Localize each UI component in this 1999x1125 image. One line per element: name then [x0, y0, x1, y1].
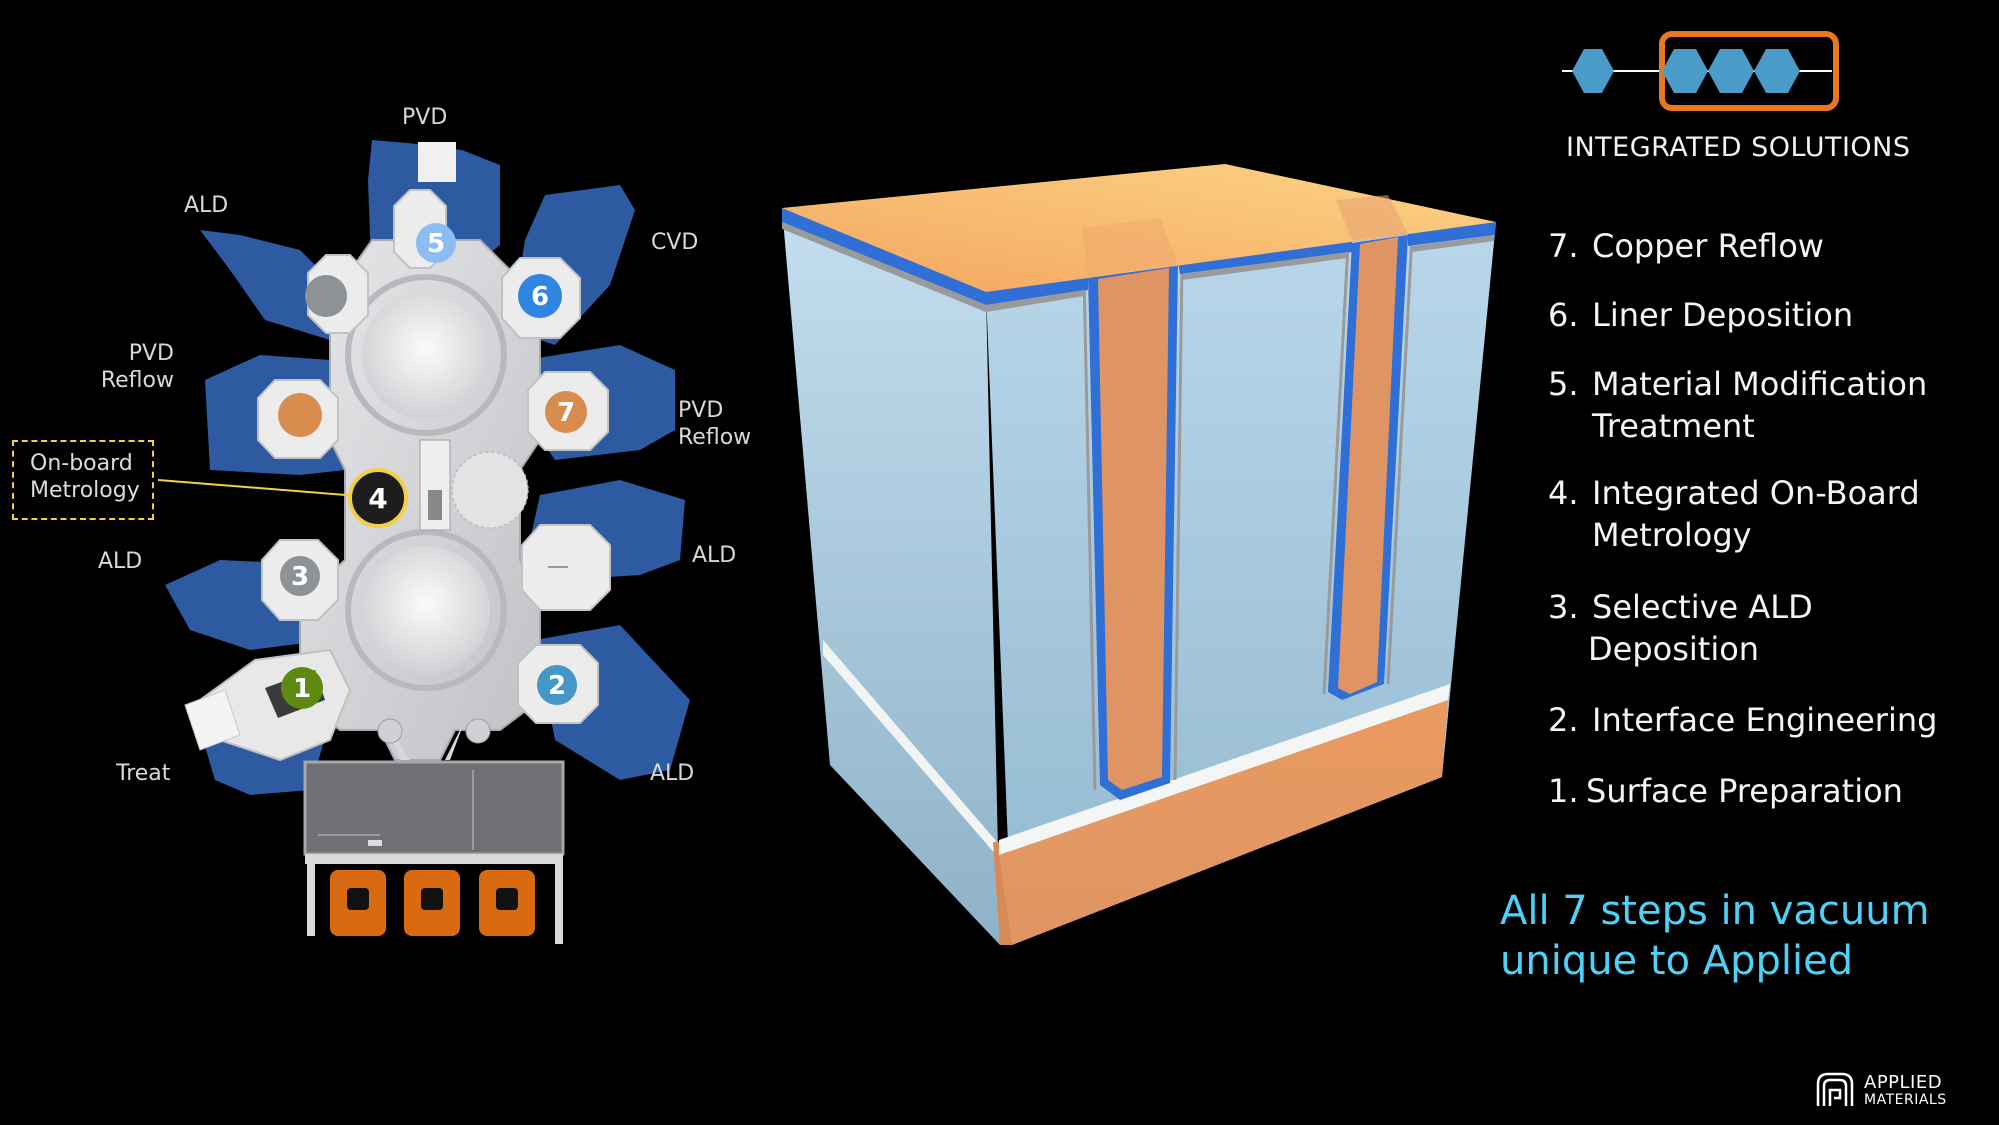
step-7-badge-bg: [545, 391, 587, 433]
step-number: 6.: [1548, 296, 1579, 334]
tagline-line1: All 7 steps in vacuum: [1500, 888, 1930, 934]
step-6: 6. Liner Deposition: [1548, 294, 1853, 336]
step-1: 1.Surface Preparation: [1548, 770, 1903, 812]
label-cvd: CVD: [651, 230, 699, 255]
cluster-tool-diagram: 5 6 7 3 1 2 4: [157, 140, 690, 944]
logo-line1: APPLIED: [1864, 1072, 1943, 1093]
label-pvd-reflow-right-line2: Reflow: [678, 425, 752, 450]
step-number: 1.: [1548, 772, 1579, 810]
label-pvd-top: PVD: [402, 105, 448, 130]
step-number: 2.: [1548, 701, 1579, 739]
metrology-line2: Metrology: [30, 478, 140, 503]
tagline: All 7 steps in vacuum unique to Applied: [1500, 886, 1930, 986]
metrology-leader-line: [157, 479, 359, 497]
efem: [303, 760, 565, 856]
step-text: Copper Reflow: [1592, 227, 1824, 265]
step-text: Selective ALD: [1592, 588, 1813, 626]
step-3: 3. Selective ALD Deposition: [1548, 586, 1813, 670]
label-pvd-reflow-left-line1: PVD: [128, 341, 174, 366]
step-text: Integrated On-Board: [1592, 474, 1920, 512]
step-text: Material Modification: [1592, 365, 1928, 403]
step-7-badge: 7: [557, 398, 575, 428]
step-4-badge-bg: [348, 468, 408, 528]
step-4: 4. Integrated On-Board Metrology: [1548, 472, 1920, 556]
step-3-badge: 3: [291, 562, 309, 592]
tagline-line2: unique to Applied: [1500, 938, 1854, 984]
step-5-badge-bg: [416, 223, 456, 263]
trench-2-copper: [1338, 237, 1398, 694]
step-text-continued: Deposition: [1588, 630, 1760, 668]
metrology-line1: On-board: [30, 451, 133, 476]
trench-1-copper: [1098, 268, 1169, 790]
step-1-badge: 1: [293, 674, 311, 704]
label-pvd-reflow-left-line2: Reflow: [100, 368, 174, 393]
step-2-badge: 2: [548, 671, 566, 701]
interconnect-cross-section: [782, 164, 1496, 945]
label-ald-left: ALD: [98, 549, 143, 574]
step-3-badge-bg: [280, 556, 320, 596]
step-2: 2. Interface Engineering: [1548, 699, 1937, 741]
step-1-badge-bg: [281, 667, 323, 709]
step-2-badge-bg: [537, 665, 577, 705]
hexagon-sequence-icon: [1562, 31, 1839, 111]
step-5-badge: 5: [427, 229, 445, 259]
step-number: 7.: [1548, 227, 1579, 265]
label-pvd-reflow-right-line1: PVD: [678, 398, 724, 423]
step-7: 7. Copper Reflow: [1548, 225, 1824, 267]
step-text-continued: Treatment: [1592, 407, 1755, 445]
solutions-title: INTEGRATED SOLUTIONS: [1566, 132, 1911, 163]
step-text: Surface Preparation: [1586, 772, 1903, 810]
logo-text: APPLIED MATERIALS: [1864, 1072, 1947, 1109]
logo-line2: MATERIALS: [1864, 1092, 1947, 1108]
step-5: 5. Material Modification Treatment: [1548, 363, 1927, 447]
label-ald-bottom-right: ALD: [650, 761, 695, 786]
cube-left-face: [782, 208, 1000, 945]
step-text-continued: Metrology: [1592, 516, 1752, 554]
label-pvd-reflow-right: PVD Reflow: [678, 397, 751, 451]
step-text: Interface Engineering: [1592, 701, 1938, 739]
step-4-badge: 4: [368, 482, 387, 515]
step-number: 5.: [1548, 365, 1579, 403]
step-number: 3.: [1548, 588, 1579, 626]
label-ald-right: ALD: [692, 543, 737, 568]
label-ald-top-left: ALD: [184, 193, 229, 218]
step-text: Liner Deposition: [1592, 296, 1854, 334]
label-treat: Treat: [116, 761, 171, 786]
label-pvd-reflow-left: PVD Reflow: [96, 340, 174, 394]
step-number: 4.: [1548, 474, 1579, 512]
ald-topleft-badge: [305, 275, 347, 317]
copper-underlayer: [999, 700, 1448, 945]
metrology-callout: On-board Metrology: [12, 440, 154, 520]
pvd-reflow-left-badge: [278, 393, 322, 437]
step-6-badge: 6: [531, 282, 549, 312]
applied-materials-logo-icon: [1816, 1072, 1854, 1106]
step-6-badge-bg: [518, 274, 562, 318]
